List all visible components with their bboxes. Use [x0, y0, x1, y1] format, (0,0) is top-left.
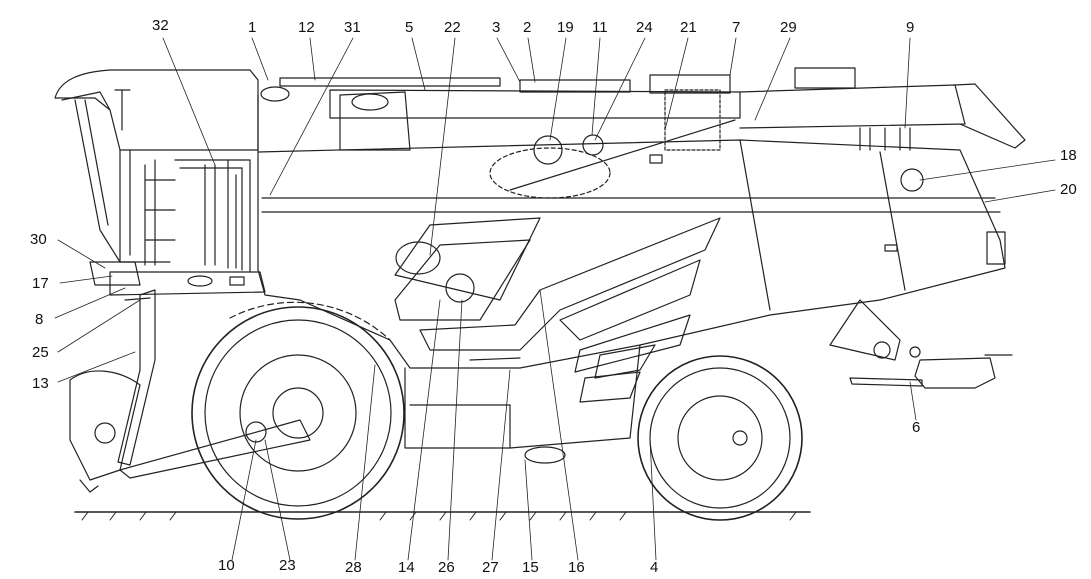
ladder-railing: [145, 160, 250, 272]
callout-30: 30: [30, 231, 47, 248]
operator-platform: [110, 272, 265, 295]
callout-3: 3: [492, 19, 501, 36]
callout-18: 18: [1060, 147, 1077, 164]
main-body: [258, 95, 1005, 368]
grain-tank-area: [490, 120, 735, 198]
callout-13: 13: [32, 375, 49, 392]
callout-5: 5: [405, 19, 414, 36]
feeder-house: [70, 290, 310, 492]
callout-6: 6: [912, 419, 921, 436]
callout-31: 31: [344, 19, 361, 36]
callout-4: 4: [650, 559, 659, 576]
callout-11: 11: [592, 19, 608, 36]
callout-9: 9: [906, 19, 915, 36]
callout-16: 16: [568, 559, 585, 576]
callout-20: 20: [1060, 181, 1077, 198]
misc-details: [90, 87, 923, 285]
callout-29: 29: [780, 19, 797, 36]
callout-14: 14: [398, 559, 415, 576]
ground-line: [75, 512, 810, 520]
callout-8: 8: [35, 311, 44, 328]
callout-7: 7: [732, 19, 741, 36]
callout-1: 1: [248, 19, 257, 36]
callout-27: 27: [482, 559, 499, 576]
callout-21: 21: [680, 19, 697, 36]
callout-24: 24: [636, 19, 653, 36]
callout-26: 26: [438, 559, 455, 576]
callout-32: 32: [152, 17, 169, 34]
lower-body: [396, 242, 640, 463]
rear-wheel: [638, 356, 802, 520]
front-wheel: [192, 302, 404, 519]
side-decal: [395, 218, 720, 402]
callout-12: 12: [298, 19, 315, 36]
callout-19: 19: [557, 19, 574, 36]
roof-elements: [280, 68, 1025, 150]
leader-lines: [55, 38, 1055, 560]
callout-25: 25: [32, 344, 49, 361]
callout-10: 10: [218, 557, 235, 574]
callout-15: 15: [522, 559, 539, 576]
callout-2: 2: [523, 19, 532, 36]
callout-22: 22: [444, 19, 461, 36]
callout-17: 17: [32, 275, 49, 292]
callout-28: 28: [345, 559, 362, 576]
callout-23: 23: [279, 557, 296, 574]
rear-axle: [830, 300, 1012, 388]
